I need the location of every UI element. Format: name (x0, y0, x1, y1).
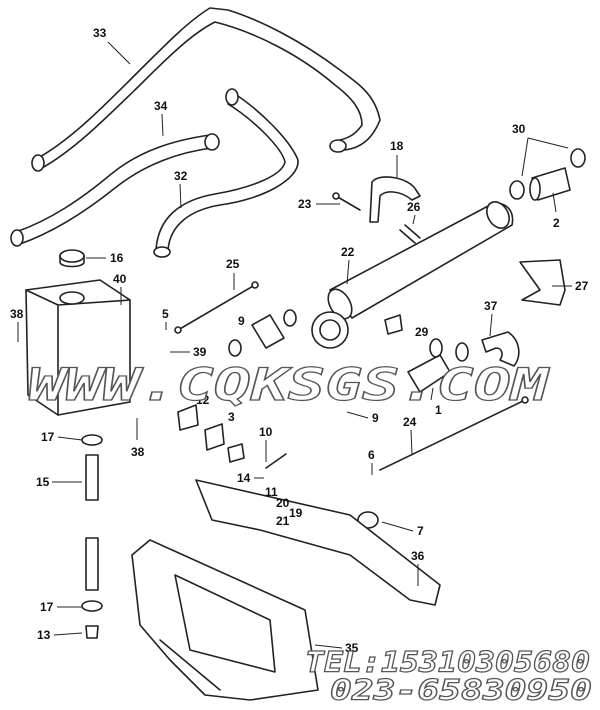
label-3: 3 (228, 410, 235, 424)
label-33: 33 (93, 26, 107, 40)
label-15: 15 (36, 475, 50, 489)
pipe-15 (81, 434, 103, 639)
label-34: 34 (154, 99, 168, 113)
label-18: 18 (390, 139, 404, 153)
label-6: 6 (368, 448, 375, 462)
rod-25 (174, 281, 259, 334)
label-17-bottom: 17 (40, 600, 54, 614)
hose-34 (10, 133, 220, 247)
label-38-bottom: 38 (131, 445, 145, 459)
label-1: 1 (435, 403, 442, 417)
tube-22 (311, 201, 514, 349)
label-23: 23 (298, 197, 312, 211)
label-11: 11 (265, 485, 278, 499)
frame-35 (131, 539, 319, 701)
label-40: 40 (113, 272, 127, 286)
label-12: 12 (196, 393, 210, 407)
watermark-tel: TEL:15310305680 (305, 646, 590, 679)
label-29: 29 (415, 325, 429, 339)
leader-lines (17, 41, 572, 649)
hoses-30-2 (509, 148, 586, 201)
rod-24 (379, 396, 529, 471)
label-39: 39 (193, 345, 207, 359)
label-9-top: 9 (238, 314, 245, 328)
hose-32 (153, 88, 299, 258)
label-22: 22 (341, 245, 355, 259)
label-9-bottom: 9 (372, 411, 379, 425)
bracket-27 (519, 259, 566, 306)
label-30: 30 (512, 122, 526, 136)
label-10: 10 (259, 425, 273, 439)
label-19: 19 (289, 506, 303, 520)
label-13: 13 (37, 628, 51, 642)
hoses-29 (407, 338, 469, 393)
brackets-12-3 (177, 404, 245, 463)
watermark-phone: 023-65830950 (330, 674, 592, 707)
label-16: 16 (110, 251, 124, 265)
label-17-top: 17 (41, 430, 55, 444)
part-labels: 33 34 32 18 30 23 26 2 22 16 25 40 27 37… (10, 26, 589, 655)
tank-40 (25, 249, 131, 416)
bracket-18 (369, 176, 421, 244)
label-21: 21 (276, 514, 290, 528)
bolt-23 (332, 192, 361, 211)
label-20: 20 (276, 496, 290, 510)
label-2: 2 (553, 216, 560, 230)
label-38-top: 38 (10, 307, 24, 321)
label-7: 7 (417, 524, 424, 538)
label-32: 32 (174, 169, 188, 183)
label-36: 36 (411, 549, 425, 563)
label-26: 26 (407, 200, 421, 214)
label-14: 14 (237, 471, 251, 485)
bolt-10 (265, 453, 287, 469)
label-24: 24 (403, 415, 417, 429)
watermark-site: WWW.CQKSGS.COM (28, 360, 550, 411)
hose-9 (228, 309, 297, 357)
label-35: 35 (345, 641, 359, 655)
elbow-37 (481, 331, 520, 367)
hose-33 (31, 7, 381, 172)
label-5: 5 (162, 307, 169, 321)
label-37: 37 (484, 299, 498, 313)
rail-36 (195, 479, 441, 606)
label-27: 27 (575, 279, 589, 293)
label-25: 25 (226, 257, 240, 271)
